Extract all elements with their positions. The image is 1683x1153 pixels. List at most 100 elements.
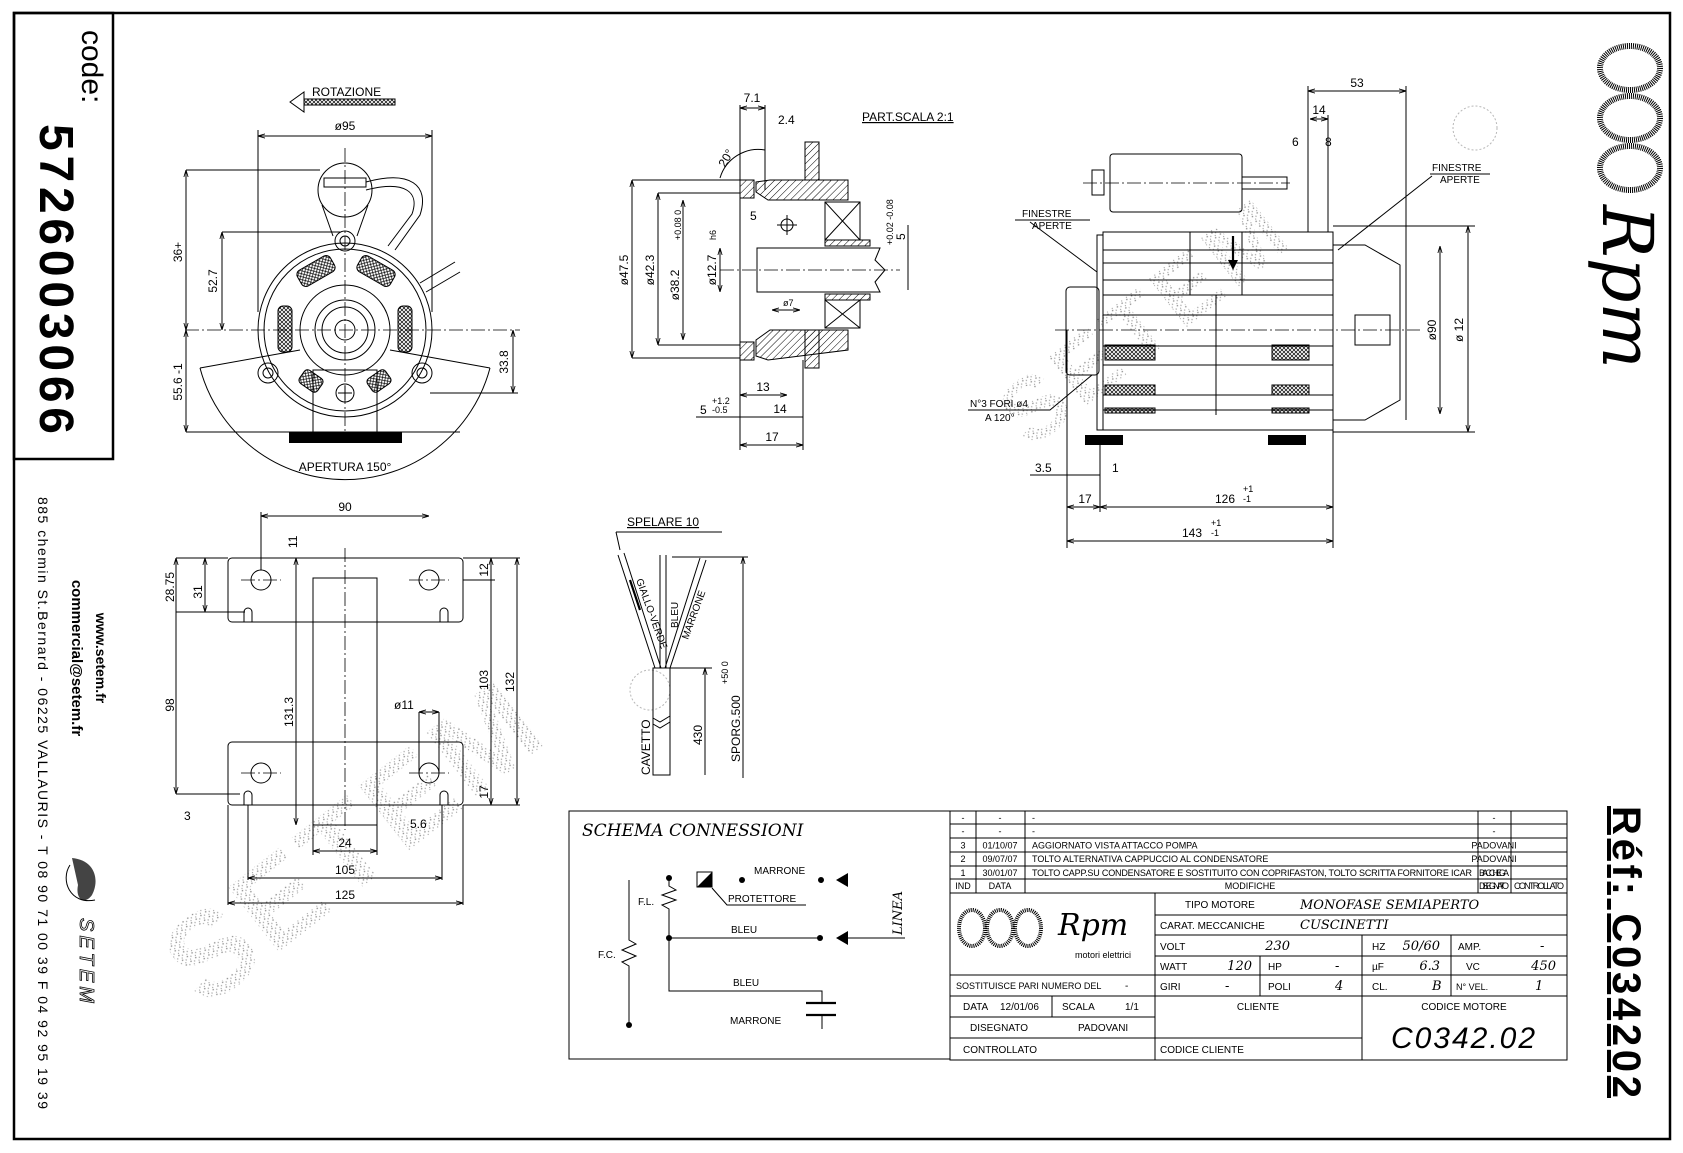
- dimension-label: 55.6 -1: [171, 363, 185, 401]
- dimension-label: SETEM: [981, 178, 1311, 466]
- revision-ind: -: [962, 813, 965, 823]
- revision-date: 30/01/07: [982, 868, 1017, 878]
- setem-brand: SETEM: [75, 918, 97, 1007]
- dimension-label: CONTROLLATO: [1514, 881, 1564, 891]
- revision-drawn: PADOVANI: [1471, 854, 1516, 864]
- schema-title: SCHEMA CONNESSIONI: [582, 821, 804, 841]
- code-box: [12, 11, 115, 461]
- dimension-label: Rpm: [1057, 908, 1128, 943]
- dimension-label: CL.: [1372, 982, 1388, 993]
- dimension-label: BLEU: [733, 978, 759, 989]
- dimension-label: MARRONE: [754, 866, 805, 877]
- detail-scale-title: PART.SCALA 2:1: [862, 110, 954, 124]
- dimension-label: SPELARE 10: [627, 515, 699, 529]
- dimension-label: -: [1225, 979, 1229, 994]
- code-label: code:: [75, 30, 108, 103]
- dimension-label: 450: [1530, 959, 1556, 974]
- dimension-label: 90: [338, 500, 352, 514]
- dimension-label: 1: [1112, 461, 1119, 475]
- dimension-label: DISEGNATO: [970, 1023, 1028, 1034]
- email-link[interactable]: commercial@setem.fr: [68, 580, 85, 737]
- drawing-frame: [12, 11, 1672, 1141]
- dimension-label: 98: [163, 698, 177, 712]
- dimension-label: 5: [894, 233, 908, 240]
- dimension-label: +0.08 0: [673, 210, 683, 240]
- dimension-label: SOSTITUISCE PARI NUMERO DEL: [956, 981, 1101, 991]
- dimension-label: MARRONE: [680, 589, 708, 641]
- dimension-label: HP: [1268, 962, 1282, 973]
- dimension-label: 13: [756, 380, 770, 394]
- dimension-label: 33.8: [497, 350, 511, 374]
- dimension-label: F.C.: [598, 950, 616, 961]
- dimension-label: SCALA: [1062, 1002, 1095, 1013]
- dimension-label: CUSCINETTI: [1300, 918, 1389, 933]
- rpm-logo-icon: [1597, 43, 1663, 193]
- left-strip: code: 5726003066 www.setem.fr commercial…: [12, 11, 115, 1109]
- dimension-label: 17: [477, 785, 491, 799]
- dimension-label: 28.75: [163, 572, 177, 602]
- dimension-label: 20°: [715, 147, 736, 170]
- dimension-label: ø12.7: [705, 254, 719, 285]
- dimension-label: -: [1125, 981, 1128, 992]
- dimension-label: ø7: [783, 298, 794, 308]
- dimension-label: AMP.: [1458, 942, 1481, 953]
- wiring-diagram: SCHEMA CONNESSIONI F.L. F.C. MARRONE PRO…: [568, 810, 951, 1060]
- dimension-label: 132: [503, 672, 517, 692]
- dimension-label: ø 12: [1452, 318, 1466, 342]
- dimension-label: MODIFICHE: [1225, 881, 1276, 891]
- motor-code: C0342.02: [1391, 1022, 1537, 1055]
- line-arrow-icon: [836, 931, 848, 945]
- revision-ind: 3: [960, 840, 965, 850]
- dimension-label: WATT: [1160, 962, 1187, 973]
- dimension-label: FINESTRE: [1022, 209, 1072, 220]
- dimension-label: ø11: [394, 698, 414, 712]
- revision-desc: TOLTO ALTERNATIVA CAPPUCCIO AL CONDENSAT…: [1032, 854, 1268, 864]
- dimension-label: 105: [335, 863, 355, 877]
- dimension-label: 1/1: [1125, 1002, 1139, 1013]
- dimension-label: 430: [691, 725, 705, 745]
- website-link[interactable]: www.setem.fr: [93, 612, 109, 704]
- dimension-label: 131.3: [282, 697, 296, 727]
- dimension-label: CARAT. MECCANICHE: [1160, 921, 1265, 932]
- dimension-label: LINEA: [891, 891, 906, 936]
- dimension-label: DISEGNATO: [1479, 881, 1509, 891]
- address-text: 885 chemin St.Bernard - 06225 VALLAURIS …: [35, 497, 51, 1109]
- dimension-label: PADOVANI: [1078, 1023, 1128, 1034]
- dimension-label: DATA: [963, 1002, 989, 1013]
- right-strip: Rpm Réf: C034202: [1586, 43, 1668, 1098]
- dimension-label: IND: [955, 881, 971, 891]
- dimension-label: +1.2: [712, 396, 730, 406]
- dimension-label: 53: [1350, 76, 1364, 90]
- rotation-label: ROTAZIONE: [312, 85, 381, 99]
- dimension-label: APERTE: [1032, 221, 1072, 232]
- dimension-label: DATA: [989, 881, 1012, 891]
- revision-date: 01/10/07: [982, 840, 1017, 850]
- revision-drawn: -: [1493, 827, 1496, 837]
- dimension-label: MONOFASE SEMIAPERTO: [1299, 898, 1480, 913]
- dimension-label: GIRI: [1160, 982, 1181, 993]
- dimension-label: 5: [750, 209, 757, 223]
- dimension-label: 3.5: [1035, 461, 1052, 475]
- dimension-label: 14: [1312, 103, 1326, 117]
- dimension-label: CLIENTE: [1237, 1002, 1280, 1013]
- dimension-label: 12: [477, 563, 491, 577]
- dimension-label: ø95: [335, 119, 356, 133]
- bracket-view: 90 11 131.3 28.75 98 31 3 12 103 132 17 …: [163, 500, 520, 905]
- dimension-label: 1: [1535, 979, 1543, 994]
- rotation-arrow-icon: [302, 98, 396, 106]
- dimension-label: BLEU: [670, 602, 681, 628]
- dimension-label: N°3 FORI ø4: [970, 399, 1028, 410]
- watermark-seal-icon: [629, 669, 671, 711]
- dimension-label: 8: [1325, 135, 1332, 149]
- dimension-label: ø47.5: [617, 254, 631, 285]
- reference-code: Réf: C034202: [1604, 806, 1648, 1098]
- revision-ind: -: [962, 827, 965, 837]
- dimension-label: ø42.3: [643, 254, 657, 285]
- dimension-label: FINESTRE: [1432, 163, 1482, 174]
- dimension-label: SPORG.500: [729, 695, 743, 762]
- dimension-label: +1: [1211, 518, 1221, 528]
- front-view: ROTAZIONE ø95 APERTURA 150° 36+: [171, 85, 520, 481]
